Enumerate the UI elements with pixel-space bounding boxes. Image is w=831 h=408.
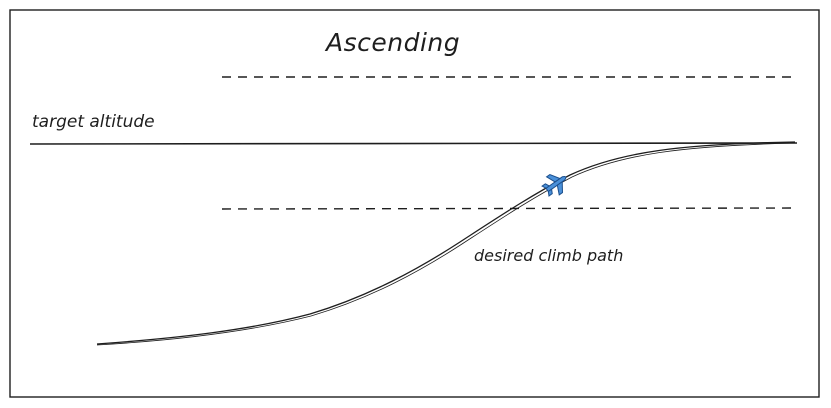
climb-path bbox=[96, 141, 796, 346]
diagram-frame bbox=[9, 9, 820, 398]
airplane-icon bbox=[541, 173, 567, 197]
diagram-title: Ascending bbox=[326, 28, 461, 57]
climb-path-label: desired climb path bbox=[474, 246, 624, 265]
target-altitude-line bbox=[29, 142, 798, 145]
target-altitude-label: target altitude bbox=[32, 112, 155, 132]
lower-band-line bbox=[221, 207, 796, 210]
